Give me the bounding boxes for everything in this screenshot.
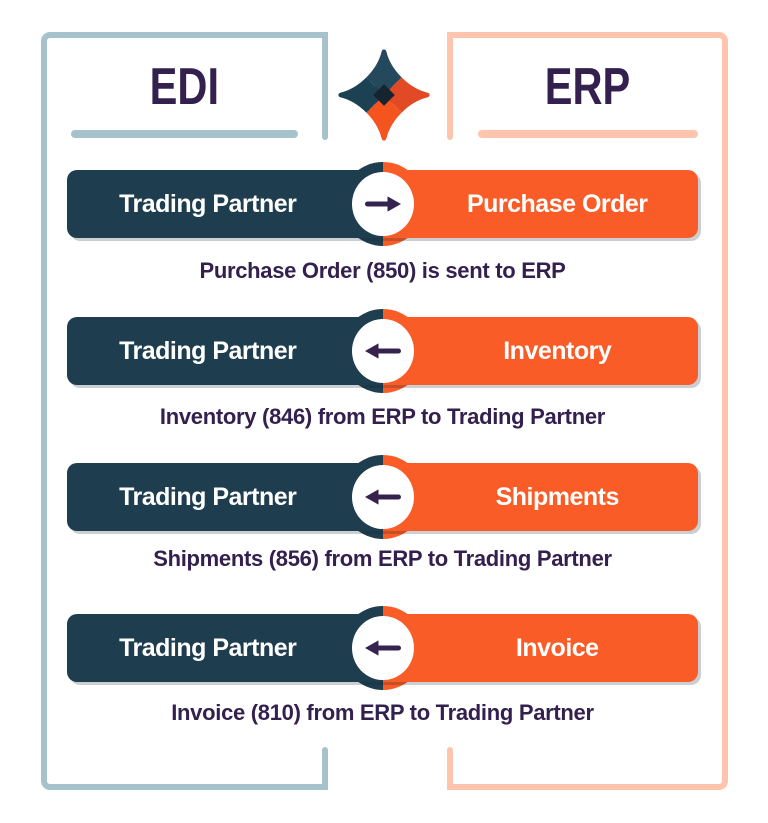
direction-circle xyxy=(351,465,414,529)
direction-circle xyxy=(351,319,414,383)
trading-partner-label: Trading Partner xyxy=(119,482,297,511)
erp-heading-text: ERP xyxy=(544,58,631,116)
edi-heading: EDI xyxy=(41,58,328,116)
arrow-left-icon xyxy=(364,640,401,656)
flow-bar xyxy=(67,317,698,385)
flow-bar xyxy=(67,463,698,531)
invoice-label: Invoice xyxy=(515,633,599,662)
erp-heading: ERP xyxy=(447,58,728,116)
inventory-label: Inventory xyxy=(503,336,612,365)
arrow-right-icon xyxy=(364,196,401,212)
edi-bracket-top-stub xyxy=(322,32,328,140)
erp-bracket-top-stub xyxy=(447,32,453,140)
arrow-left-icon xyxy=(364,489,401,505)
edi-bracket xyxy=(41,32,328,790)
edi-underline xyxy=(71,130,298,138)
erp-bracket-bottom-stub xyxy=(447,747,453,790)
flow-row-shipments: Trading Partner Shipments xyxy=(67,455,698,539)
direction-circle xyxy=(351,172,414,236)
purchase-order-label: Purchase Order xyxy=(466,189,648,218)
edi-heading-text: EDI xyxy=(149,58,220,116)
flow-row-invoice: Trading Partner Invoice xyxy=(67,606,698,690)
flow-row-purchase-order: Trading Partner Purchase Order xyxy=(67,162,698,246)
caption-inventory: Inventory (846) from ERP to Trading Part… xyxy=(159,404,606,429)
caption-shipments: Shipments (856) from ERP to Trading Part… xyxy=(153,546,612,571)
flow-bar xyxy=(67,170,698,238)
arrow-left-icon xyxy=(364,343,401,359)
flow-row-inventory: Trading Partner Inventory xyxy=(67,309,698,393)
trading-partner-label: Trading Partner xyxy=(119,189,297,218)
trading-partner-label: Trading Partner xyxy=(119,336,297,365)
trading-partner-label: Trading Partner xyxy=(119,633,297,662)
shipments-label: Shipments xyxy=(495,482,620,511)
flow-bar xyxy=(67,614,698,682)
erp-underline xyxy=(478,130,698,138)
direction-circle xyxy=(351,616,414,680)
caption-invoice: Invoice (810) from ERP to Trading Partne… xyxy=(171,700,594,725)
four-point-star-icon xyxy=(338,49,430,141)
logo-center-diamond xyxy=(368,79,400,111)
caption-purchase-order: Purchase Order (850) is sent to ERP xyxy=(199,258,566,283)
edi-bracket-bottom-stub xyxy=(322,747,328,790)
erp-bracket xyxy=(447,32,728,790)
